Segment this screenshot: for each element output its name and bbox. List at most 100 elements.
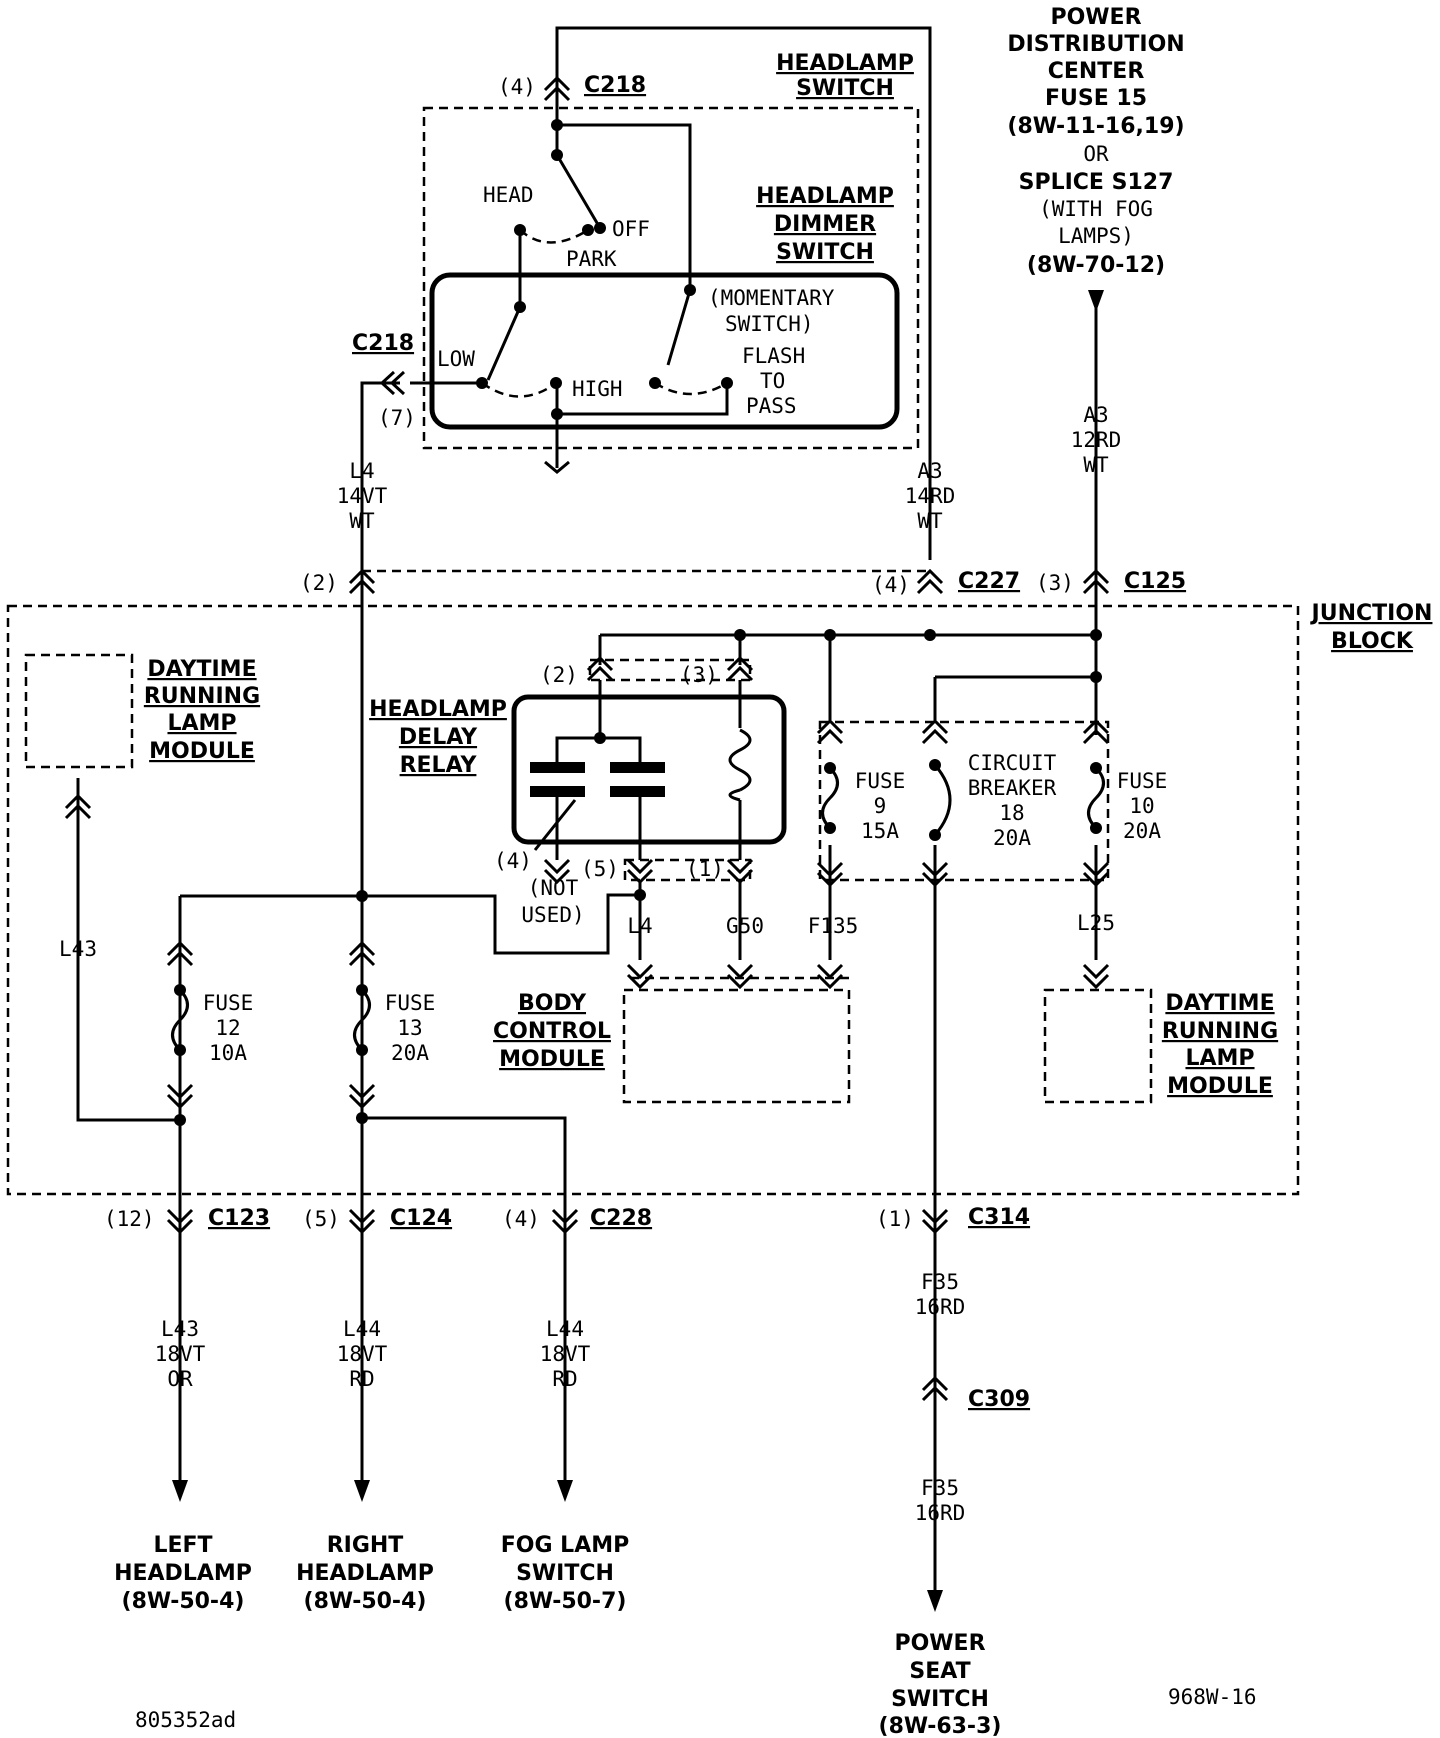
- c125-pin: (3): [1036, 571, 1074, 595]
- l43-out-label-2: 18VT: [155, 1342, 206, 1366]
- fuse10-label-3: 20A: [1123, 819, 1161, 843]
- f35-a-label-1: F35: [921, 1270, 959, 1294]
- fuse9-label-3: 15A: [861, 819, 899, 843]
- l4-bcm-label: L4: [627, 914, 652, 938]
- node: [551, 149, 563, 161]
- headlamp-switch-box: [422, 106, 920, 450]
- body-control-module-box: [622, 988, 851, 1104]
- node: [594, 732, 606, 744]
- drl-left-chevron: [64, 793, 92, 820]
- fuse9-bot-chevron: [816, 861, 844, 888]
- relay-pin-row-bottom: [623, 858, 752, 882]
- node: [684, 284, 696, 296]
- node: [356, 890, 368, 902]
- footer-left-code: 805352ad: [135, 1708, 236, 1732]
- l44-fog-label-3: RD: [552, 1367, 577, 1391]
- power-seat-label-2: SEAT: [909, 1659, 970, 1684]
- drl-left-label-3: LAMP: [167, 711, 236, 736]
- fuse9-top-chevron: [816, 718, 844, 745]
- flash-label-1: FLASH: [742, 344, 805, 368]
- junction-dots: [174, 119, 1102, 1126]
- c228-pin: (4): [502, 1207, 540, 1231]
- l44-fog-label-2: 18VT: [540, 1342, 591, 1366]
- cb18-label-3: 18: [999, 801, 1024, 825]
- flash-arc: [654, 381, 728, 396]
- a3-right-label-2: 12RD: [1071, 428, 1122, 452]
- l44-right-label-1: L44: [343, 1317, 381, 1341]
- drl-right-label-3: LAMP: [1185, 1046, 1254, 1071]
- switch-park-label: PARK: [566, 247, 617, 271]
- c314-label: C314: [968, 1205, 1030, 1230]
- dimmer-low-label: LOW: [437, 347, 475, 371]
- fog-lamp-arrow: [557, 1480, 573, 1502]
- relay-pin-3: (3): [680, 663, 718, 687]
- relay-4-chevron: [543, 858, 571, 885]
- switch-ground-arrow: [544, 460, 570, 474]
- l43-out-label-1: L43: [161, 1317, 199, 1341]
- junction-block-box: [6, 604, 1300, 1196]
- fuse12-bot-chevron: [166, 1083, 194, 1110]
- a3-left-label-1: A3: [917, 459, 942, 483]
- c125-chevron: [1082, 568, 1110, 595]
- c125-label: C125: [1124, 569, 1186, 594]
- relay-contact-a1: [530, 762, 585, 773]
- node: [174, 1114, 186, 1126]
- node: [594, 222, 606, 234]
- fuse13-bot-chevron: [348, 1083, 376, 1110]
- l43-out-label-3: OR: [167, 1367, 193, 1391]
- f35-b-label-2: 16RD: [915, 1501, 966, 1525]
- c124-chevron: [348, 1208, 376, 1235]
- bcm-g50-chevron: [726, 963, 754, 990]
- boxes: [6, 106, 1300, 1196]
- c218-left-pin: (7): [378, 406, 416, 430]
- not-used-2: USED): [521, 903, 584, 927]
- drl-right-label-2: RUNNING: [1162, 1019, 1278, 1044]
- l4-label-2: 14VT: [337, 484, 388, 508]
- f35-b-label-1: F35: [921, 1476, 959, 1500]
- l43-mid-label: L43: [59, 937, 97, 961]
- flash-label-2: TO: [760, 369, 785, 393]
- relay-coil: [728, 728, 752, 802]
- relay-1-chevron: [726, 858, 754, 885]
- node: [929, 829, 941, 841]
- c309-label: C309: [968, 1387, 1030, 1412]
- drl-module-right-box: [1043, 988, 1153, 1104]
- fuse12-top-chevron: [166, 940, 194, 967]
- relay-pin-2: (2): [540, 663, 578, 687]
- pdc-label-4: FUSE 15: [1045, 86, 1147, 111]
- not-used-1: (NOT: [528, 876, 579, 900]
- pdc-or-label: OR: [1083, 142, 1109, 166]
- node: [824, 822, 836, 834]
- c218-left-chevron: [379, 370, 406, 396]
- fuse12-label-2: 12: [215, 1016, 240, 1040]
- power-seat-label-3: SWITCH: [891, 1687, 989, 1712]
- headlamp-switch-label-2: SWITCH: [796, 76, 894, 101]
- f135-label: F135: [808, 914, 859, 938]
- c123-label: C123: [208, 1206, 270, 1231]
- left-headlamp-label-3: (8W-50-4): [122, 1589, 245, 1614]
- junction-block-label-2: BLOCK: [1331, 629, 1414, 654]
- pdc-label-3: CENTER: [1048, 59, 1145, 84]
- cb18-label-2: BREAKER: [968, 776, 1057, 800]
- l4-label-1: L4: [349, 459, 374, 483]
- fuse10-bot-chevron: [1082, 861, 1110, 888]
- splice-note-1: (WITH FOG: [1039, 197, 1153, 221]
- pdc-label-5: (8W-11-16,19): [1007, 114, 1184, 139]
- node: [649, 377, 661, 389]
- relay-pin-1: (1): [686, 857, 724, 881]
- fuse13-top-chevron: [348, 940, 376, 967]
- dimmer-switch-box: [429, 272, 900, 430]
- l44-fog-label-1: L44: [546, 1317, 584, 1341]
- splice-arrow: [1088, 290, 1104, 312]
- labels: HEADLAMP SWITCH HEAD OFF PARK HEADLAMP D…: [59, 5, 1432, 1738]
- relay-5-loop: [362, 893, 640, 955]
- left-headlamp-arrow: [172, 1480, 188, 1502]
- c218-top-pin: (4): [498, 75, 536, 99]
- a3-right-label-3: WT: [1083, 453, 1109, 477]
- drl-right-label-1: DAYTIME: [1165, 991, 1274, 1016]
- a3-left-label-3: WT: [917, 509, 943, 533]
- bcm-label-2: CONTROL: [493, 1019, 611, 1044]
- relay-3-chevron: [726, 655, 754, 682]
- l4-wire: [360, 381, 400, 895]
